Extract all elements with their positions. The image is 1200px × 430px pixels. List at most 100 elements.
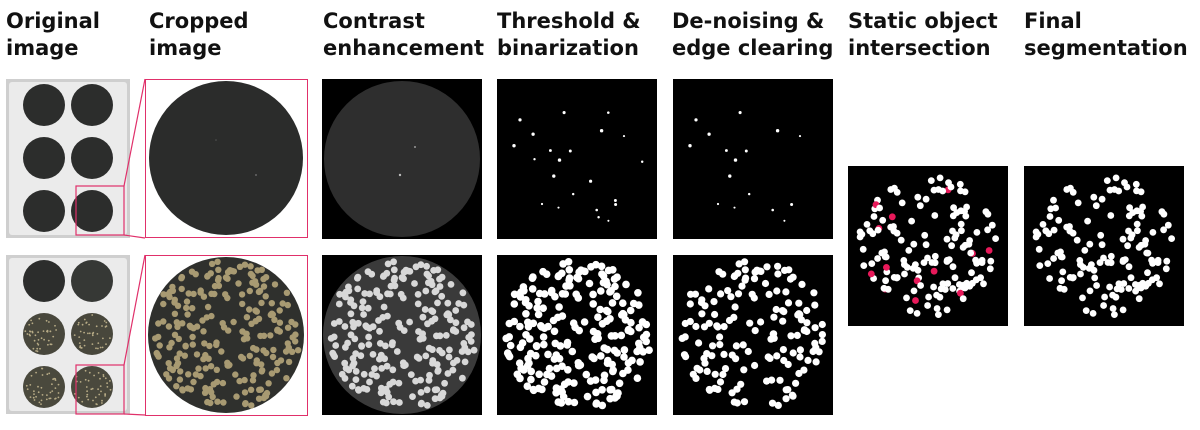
colony (258, 299, 265, 307)
colony (515, 359, 524, 367)
colony (751, 268, 759, 276)
colony (267, 332, 274, 339)
colony (348, 382, 356, 390)
colony (951, 234, 959, 242)
tray-colony (104, 395, 106, 397)
colony (589, 300, 597, 308)
tray-colony (101, 402, 103, 404)
colony (363, 386, 371, 393)
static-object (957, 289, 964, 297)
colony (434, 299, 441, 307)
tray-colony (95, 325, 98, 328)
colony (534, 310, 543, 319)
tray-colony (55, 329, 57, 331)
colony (510, 300, 519, 308)
colony (442, 332, 450, 339)
colony (352, 350, 360, 357)
colony (1120, 280, 1128, 287)
colony (235, 280, 242, 287)
well-3 (23, 137, 65, 179)
tray-colony (51, 383, 53, 386)
colony (773, 287, 781, 295)
colony (633, 374, 642, 382)
colony (335, 300, 343, 308)
colony (260, 332, 268, 339)
colony (226, 361, 233, 369)
tray-colony (33, 393, 35, 395)
tray-colony (109, 337, 111, 339)
tray-colony (32, 396, 35, 399)
colony (1089, 310, 1097, 317)
colony (638, 318, 647, 326)
colony (213, 378, 221, 386)
colony (534, 297, 542, 306)
colony (185, 371, 192, 378)
tray-colony (49, 391, 52, 394)
colony (173, 383, 180, 390)
colony (774, 401, 782, 409)
tray-colony (87, 398, 90, 401)
speck (724, 149, 728, 152)
colony (751, 361, 759, 370)
tray-colony (79, 330, 82, 333)
colony (182, 342, 189, 349)
colony (504, 350, 513, 359)
colony (193, 351, 201, 358)
tray-colony (83, 339, 86, 341)
tray-colony (81, 323, 84, 326)
colony (1123, 183, 1131, 191)
tray-colony (46, 394, 48, 396)
colony (620, 353, 628, 361)
tray-colony (78, 336, 81, 338)
colony (1127, 234, 1135, 242)
colony (255, 395, 263, 402)
colony (930, 283, 937, 291)
tray-colony (87, 332, 89, 335)
colony (731, 303, 739, 311)
colony (714, 385, 722, 393)
tray-colony (57, 392, 60, 394)
colony (1109, 291, 1116, 299)
colony (705, 285, 713, 293)
speck (571, 192, 575, 196)
colony (341, 359, 349, 367)
colony (944, 280, 952, 287)
colony (782, 386, 790, 394)
tray-colony (102, 337, 104, 340)
colony (593, 330, 601, 338)
colony (925, 293, 932, 301)
tray-colony (77, 321, 80, 324)
colony (544, 350, 552, 359)
colony (1074, 199, 1082, 207)
colony (1046, 213, 1054, 220)
colony (177, 368, 184, 375)
colony (383, 269, 391, 277)
colony (526, 349, 535, 358)
colony (943, 306, 951, 314)
colony (947, 183, 955, 191)
colony (354, 285, 362, 293)
colony (811, 324, 819, 332)
colony (452, 307, 460, 314)
colony (1036, 262, 1044, 269)
colony (711, 370, 719, 378)
colony (195, 365, 202, 372)
colony (211, 282, 219, 290)
colony (795, 299, 803, 307)
colony (201, 340, 208, 347)
colony (1076, 257, 1084, 264)
tray-colony (24, 330, 27, 333)
colony (615, 379, 624, 388)
tray-colony (98, 393, 101, 396)
colony (436, 283, 444, 290)
colony (1058, 277, 1065, 285)
tray-colony (74, 393, 76, 395)
static-object (867, 270, 875, 278)
tray-colony (40, 399, 43, 402)
colony (241, 376, 248, 384)
colony (586, 377, 595, 385)
tray-colony (105, 343, 107, 345)
tray-colony (36, 350, 39, 353)
colony (627, 318, 635, 327)
colony (761, 279, 770, 288)
